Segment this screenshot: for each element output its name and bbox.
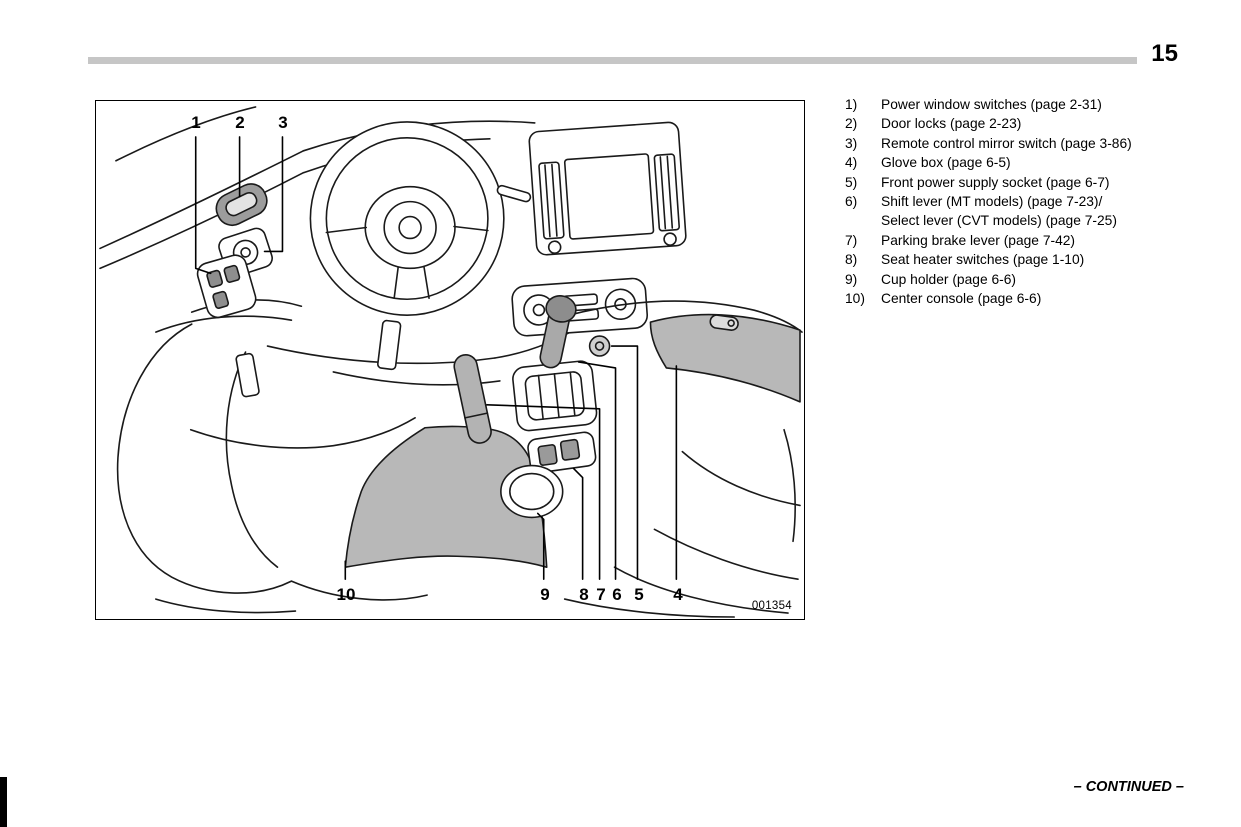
legend-item-text: Seat heater switches (page 1-10) <box>881 252 1085 268</box>
callout-label-1: 1 <box>191 113 201 132</box>
legend-item-number: 7) <box>845 232 858 248</box>
legend-item-text: Parking brake lever (page 7-42) <box>881 232 1076 248</box>
continued-label: – CONTINUED – <box>1073 779 1184 795</box>
legend-item: 3) Remote control mirror switch (page 3-… <box>845 134 1193 153</box>
binding-mark <box>0 777 7 827</box>
legend-item-text: Center console (page 6-6) <box>881 291 1042 307</box>
callout-label-8: 8 <box>579 585 589 604</box>
callout-label-5: 5 <box>634 585 644 604</box>
legend-item-text: Door locks (page 2-23) <box>881 116 1022 132</box>
page-number: 15 <box>1151 40 1178 67</box>
legend-item: 10) Center console (page 6-6) <box>845 289 1193 308</box>
legend-item-text: Glove box (page 6-5) <box>881 155 1011 171</box>
car-interior-diagram <box>99 106 803 618</box>
legend-item: 8) Seat heater switches (page 1-10) <box>845 250 1193 269</box>
figure-panel: 1 2 3 10 9 8 7 6 5 4 001354 <box>95 100 805 620</box>
callout-label-4: 4 <box>673 585 683 604</box>
legend-item-number: 1) <box>845 97 858 112</box>
callout-label-2: 2 <box>235 113 245 132</box>
legend-item-number: 10) <box>845 291 865 307</box>
legend-item: 1) Power window switches (page 2-31) <box>845 95 1193 114</box>
callout-label-9: 9 <box>540 585 550 604</box>
legend-item: 7) Parking brake lever (page 7-42) <box>845 231 1193 250</box>
callout-label-7: 7 <box>596 585 606 604</box>
legend-item-text: Front power supply socket (page 6-7) <box>881 174 1110 190</box>
legend-item-number: 3) <box>845 135 858 151</box>
figure-code: 001354 <box>751 600 792 612</box>
callout-label-3: 3 <box>278 113 288 132</box>
legend-list: 1) Power window switches (page 2-31) 2) … <box>845 95 1193 308</box>
legend-item-number: 8) <box>845 252 858 268</box>
callout-label-6: 6 <box>612 585 622 604</box>
legend-item-text: Cup holder (page 6-6) <box>881 271 1016 287</box>
legend-item: 4) Glove box (page 6-5) <box>845 153 1193 172</box>
legend-item-number: 4) <box>845 155 858 171</box>
legend-item-number: 9) <box>845 271 858 287</box>
legend-item-number: 2) <box>845 116 858 132</box>
legend-item-text: Remote control mirror switch (page 3-86) <box>881 135 1132 151</box>
header-rule <box>88 57 1137 64</box>
legend-item-number: 6) <box>845 194 858 210</box>
callout-label-10: 10 <box>336 585 356 604</box>
legend-item-number: 5) <box>845 174 858 190</box>
legend-item: 9) Cup holder (page 6-6) <box>845 270 1193 289</box>
legend-item: 6) Shift lever (MT models) (page 7-23)/ … <box>845 192 1193 231</box>
legend-item: 5) Front power supply socket (page 6-7) <box>845 173 1193 192</box>
legend-item-text: Power window switches (page 2-31) <box>881 97 1102 112</box>
legend-item-text: Shift lever (MT models) (page 7-23)/ Sel… <box>881 194 1117 229</box>
legend-item: 2) Door locks (page 2-23) <box>845 114 1193 133</box>
